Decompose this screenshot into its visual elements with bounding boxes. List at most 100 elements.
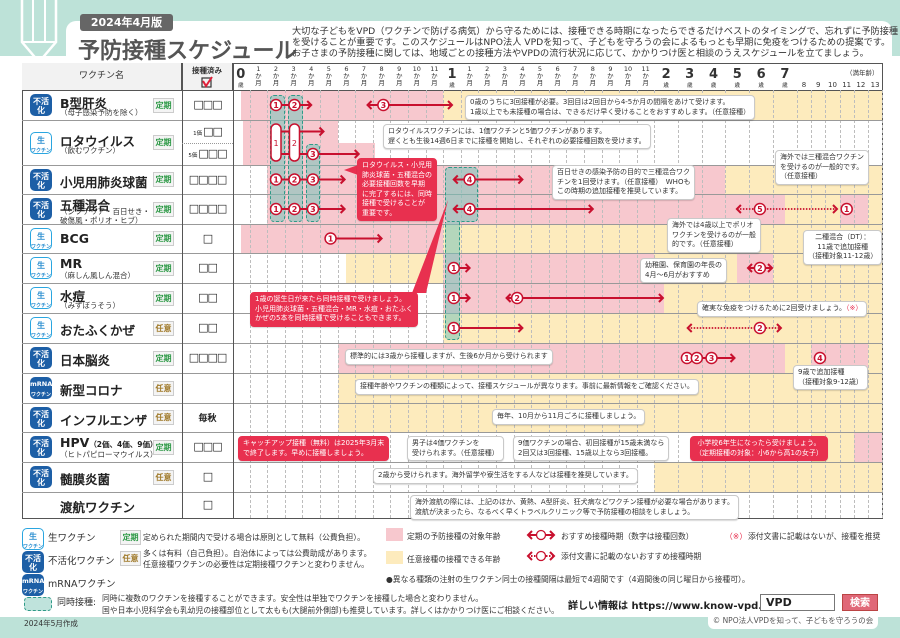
- dose-marker: 5: [753, 202, 767, 216]
- legend-nini-badge: 任意: [120, 551, 141, 566]
- done-checkboxes[interactable]: □□: [182, 321, 233, 334]
- rota-subrow-divider: [182, 143, 233, 144]
- grid-line: [882, 90, 884, 518]
- callout-flu: 毎年、10月から11月ごろに接種しましょう。: [492, 409, 646, 425]
- dose-marker: 1: [269, 98, 283, 112]
- label: ワクチン: [31, 303, 52, 309]
- age-number: 1: [256, 65, 261, 73]
- search-button[interactable]: 検索: [842, 594, 878, 611]
- intro-line: 大切な子どもをVPD（ワクチンで防げる病気）から守るためには、接種できる時期にな…: [292, 26, 899, 37]
- dose-marker: 2: [288, 123, 301, 162]
- category-badge: 定期: [153, 172, 174, 187]
- label: ワクチン: [31, 243, 52, 250]
- checkbox-set: □: [202, 498, 213, 511]
- legend-mark-text: 添付文書に記載はないが、接種を推奨: [748, 532, 881, 541]
- age-unit: か月: [642, 72, 649, 87]
- callout-simultaneous-early: ロタウイルス・小児用 肺炎球菌・五種混合の 必要接種回数を早期 に完了するには、…: [357, 158, 437, 221]
- legend-inactivated: 不活化ワクチン: [48, 556, 115, 567]
- arrowhead-left-icon: [746, 263, 753, 273]
- vaccine-name: 水痘: [60, 286, 85, 305]
- optional-age-band: [868, 194, 883, 224]
- done-checkboxes[interactable]: □□□□: [182, 202, 233, 215]
- done-checkboxes[interactable]: □□□: [182, 98, 233, 111]
- arrowhead-right-icon: [832, 204, 839, 214]
- category-badge: 任意: [153, 320, 174, 336]
- category-badge: 定期: [153, 135, 174, 150]
- inactivated-vaccine-badge-icon: 不活化ワクチン: [30, 198, 52, 228]
- grid-line: [584, 90, 585, 518]
- age-number: 9: [816, 81, 821, 89]
- legend-nini-text: 多くは有料（自己負担）。自治体によっては公費助成があります。 任意接種ワクチンの…: [143, 549, 372, 569]
- callout-mumps-text: 確実な免疫をつけるために2回受けましょう。: [702, 304, 847, 312]
- age-column-label: 10: [825, 82, 839, 89]
- age-number: 9: [397, 65, 402, 73]
- category-badge: 定期: [153, 350, 174, 366]
- done-checkboxes[interactable]: □□□: [182, 440, 233, 453]
- header-divider: [22, 90, 883, 91]
- inactivated-vaccine-badge-icon: 不活化ワクチン: [30, 466, 52, 496]
- done-checkboxes[interactable]: 毎秋: [182, 411, 233, 424]
- info-link-text[interactable]: 詳しい情報は https://www.know-vpd.jp/: [568, 601, 777, 612]
- grid-line: [443, 90, 445, 518]
- age-unit: か月: [519, 72, 526, 87]
- recommended-arrow: [330, 233, 384, 244]
- done-checkboxes[interactable]: □□: [182, 291, 233, 304]
- pink-swatch: [386, 528, 403, 541]
- label: 不活化: [33, 409, 49, 428]
- age-unit: 歳: [710, 83, 717, 89]
- age-number: 7: [780, 67, 790, 82]
- arrowhead-left-icon: [366, 100, 373, 110]
- dose-marker: 2: [288, 173, 301, 186]
- done-checkboxes[interactable]: □: [182, 498, 233, 511]
- dose-marker: 1: [447, 291, 461, 305]
- category-badge: 定期: [153, 290, 174, 306]
- arrowhead-right-icon: [729, 353, 736, 363]
- vaccine-name: MR: [60, 256, 82, 271]
- done-checkboxes[interactable]: □□□□: [182, 173, 233, 186]
- label: 生: [37, 231, 45, 241]
- grid-line: [496, 90, 497, 518]
- done-checkboxes[interactable]: 1価□□: [182, 125, 233, 138]
- arrowhead-right-icon: [767, 263, 774, 273]
- label: おたふくかぜ: [60, 323, 136, 338]
- label: ワクチン: [22, 589, 43, 595]
- age-unit: か月: [413, 72, 421, 87]
- row-divider: [22, 462, 883, 463]
- done-checkboxes[interactable]: □□□□: [182, 351, 233, 364]
- age-number: 9: [608, 65, 613, 73]
- callout-covid: 接種年齢やワクチンの種類によって、接種スケジュールが異なります。事前に最新情報を…: [355, 379, 699, 395]
- dose-marker: 3: [306, 173, 320, 186]
- row-divider: [22, 373, 883, 374]
- done-checkboxes[interactable]: □□: [182, 261, 233, 274]
- checkbox-set: □□: [198, 291, 218, 304]
- live-vaccine-badge-icon: 生ワクチン: [30, 287, 52, 309]
- callout-pointer: [344, 165, 358, 175]
- column-divider: [182, 63, 183, 519]
- done-checkboxes[interactable]: □: [182, 232, 233, 245]
- page-title: 予防接種スケジュール: [78, 39, 297, 64]
- valency-label: 5価: [188, 153, 198, 159]
- age-unit: か月: [325, 72, 333, 87]
- label: ワクチン: [31, 147, 52, 154]
- dose-number: 2: [514, 294, 520, 303]
- age-number: 10: [623, 65, 633, 73]
- age-column-label: 12: [854, 82, 868, 89]
- callout-hpv-grade6: 小学校6年生になったら受けましょう。 （定期接種の対象：小6から高1の女子）: [690, 436, 828, 461]
- label: ワクチン: [30, 490, 51, 496]
- dose-number: 3: [381, 101, 387, 110]
- done-checkboxes[interactable]: 5価□□□: [182, 147, 233, 160]
- checkbox-set: □□□□: [188, 202, 228, 215]
- dose-marker: 1: [840, 202, 853, 216]
- vaccine-row: 渡航ワクチン: [22, 492, 182, 518]
- search-input[interactable]: [760, 594, 835, 611]
- done-checkboxes[interactable]: □: [182, 470, 233, 483]
- age-unit: か月: [343, 72, 350, 87]
- red-checkbox-icon: [201, 76, 213, 88]
